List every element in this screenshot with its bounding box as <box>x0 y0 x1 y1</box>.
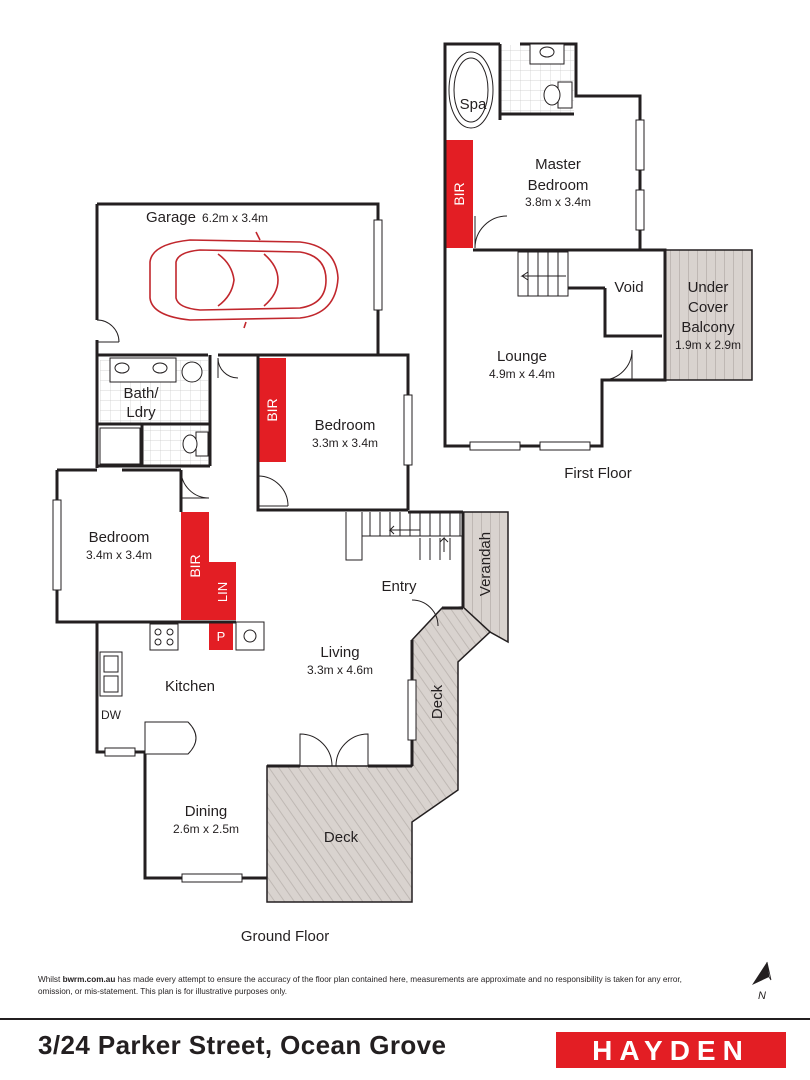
floor-plan: Garage 6.2m x 3.4m Bath/ Ldry Bedroom 3.… <box>52 42 772 1002</box>
living-size: 3.3m x 4.6m <box>307 663 373 677</box>
footer-divider <box>0 1018 810 1020</box>
shower <box>99 427 141 465</box>
lounge-label: Lounge <box>497 348 547 365</box>
bedroom-a-label: Bedroom <box>315 417 376 434</box>
deck-side-label: Deck <box>429 684 446 719</box>
spa-tub-inner <box>453 57 489 123</box>
disclaimer: Whilst bwrm.com.au has made every attemp… <box>38 974 718 998</box>
kitchen-label: Kitchen <box>165 678 215 695</box>
north-arrow-icon: N <box>752 961 772 1002</box>
lin-block <box>209 562 236 620</box>
bir-ground-a-block <box>258 358 286 462</box>
lin-label: LIN <box>215 582 230 602</box>
disclaimer-line1: has made every attempt to ensure the acc… <box>115 975 682 984</box>
bedroom-b-size: 3.4m x 3.4m <box>86 548 152 562</box>
washing-machine <box>181 361 203 383</box>
master-label-1: Master <box>535 156 581 173</box>
entry-label: Entry <box>381 578 417 595</box>
room-labels: Garage 6.2m x 3.4m Bath/ Ldry Bedroom 3.… <box>86 96 741 945</box>
ground-floor-label: Ground Floor <box>241 928 329 945</box>
pantry-block <box>209 622 233 650</box>
disclaimer-prefix: Whilst <box>38 975 63 984</box>
fixtures <box>99 43 573 755</box>
bath-ldry-label-2: Ldry <box>126 404 156 421</box>
bir-first-block <box>445 140 473 248</box>
spa-label: Spa <box>460 96 487 113</box>
master-size: 3.8m x 3.4m <box>525 195 591 209</box>
first-floor-label: First Floor <box>564 465 632 482</box>
dining-label: Dining <box>185 803 228 820</box>
stairs <box>345 251 569 561</box>
bedroom-a-size: 3.3m x 3.4m <box>312 436 378 450</box>
dining-size: 2.6m x 2.5m <box>173 822 239 836</box>
doors <box>96 215 633 767</box>
agency-logo: HAYDEN <box>556 1032 786 1068</box>
ground-toilet <box>195 431 209 457</box>
living-label: Living <box>320 644 359 661</box>
north-letter: N <box>758 990 766 1002</box>
windows <box>52 119 645 883</box>
bedroom-b-label: Bedroom <box>89 529 150 546</box>
wet-areas <box>100 45 574 466</box>
lounge-size: 4.9m x 4.4m <box>489 367 555 381</box>
disclaimer-line2: omission, or mis-statement. This plan is… <box>38 987 288 996</box>
bir-ground-b-block <box>181 512 209 620</box>
void-label: Void <box>614 279 643 296</box>
bir-first-label: BIR <box>451 182 467 205</box>
deck-surface <box>266 606 492 903</box>
dw-label: DW <box>101 708 122 722</box>
bir-ground-a-label: BIR <box>264 398 280 421</box>
balcony-size: 1.9m x 2.9m <box>675 338 741 352</box>
kitchen-bench <box>144 721 197 755</box>
bir-ground-b-label: BIR <box>187 554 203 577</box>
master-label-2: Bedroom <box>528 177 589 194</box>
property-address: 3/24 Parker Street, Ocean Grove <box>38 1030 447 1060</box>
car-outline <box>149 231 339 329</box>
balcony-label-2: Cover <box>688 299 728 316</box>
cooktop <box>149 623 179 651</box>
garage-size: 6.2m x 3.4m <box>202 211 268 225</box>
verandah-label: Verandah <box>477 532 494 596</box>
balcony-label-1: Under <box>688 279 729 296</box>
deck-main-label: Deck <box>324 829 359 846</box>
storage-blocks <box>181 140 473 650</box>
garage-label: Garage <box>146 209 196 226</box>
bath-ldry-label-1: Bath/ <box>123 385 159 402</box>
disclaimer-site: bwrm.com.au <box>62 975 116 984</box>
pantry-label: P <box>217 629 226 644</box>
balcony-label-3: Balcony <box>681 319 735 336</box>
